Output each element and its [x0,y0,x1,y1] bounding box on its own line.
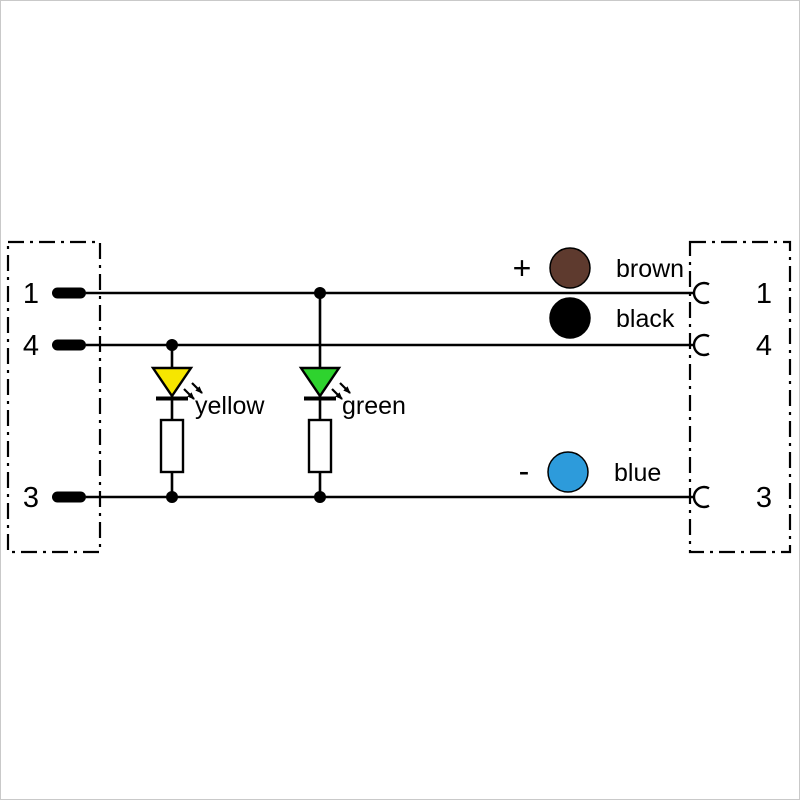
right-socket-4 [692,333,710,357]
left-pin-number-3: 3 [23,482,39,514]
brown-wire-label: brown [616,255,684,283]
green-led-label: green [342,392,406,420]
yellow-led [150,366,194,399]
left-pin-number-1: 1 [23,278,39,310]
left-pin-terminal-1 [52,287,86,299]
yellow-led-label: yellow [195,392,265,420]
right-connector-outline [688,240,792,554]
junction-dot [166,491,178,503]
left-pin-number-4: 4 [23,330,39,362]
right-connector: 1 4 3 [688,240,792,554]
green-led-branch: green [298,287,406,503]
black-wire-label: black [616,305,675,333]
blue-wire-dot [547,451,589,493]
yellow-resistor [159,418,185,474]
right-socket-1 [692,281,710,305]
right-socket-3 [692,485,710,509]
junction-dot [314,491,326,503]
blue-wire-label: blue [614,459,661,487]
green-led-emission-arrow [331,388,343,400]
left-pin-terminal-3 [52,491,86,503]
right-pin-number-3: 3 [756,482,772,514]
wire-color-legend: + brown black - blue [513,247,684,493]
black-wire-dot [549,297,591,339]
green-resistor [307,418,333,474]
junction-dot [166,339,178,351]
right-pin-number-1: 1 [756,278,772,310]
minus-sign: - [519,453,530,489]
plus-sign: + [513,250,532,286]
left-connector-outline [6,240,102,554]
left-pin-terminal-4 [52,339,86,351]
brown-wire-dot [549,247,591,289]
green-led [298,366,342,399]
right-pin-number-4: 4 [756,330,772,362]
junction-dot [314,287,326,299]
green-led-emission-arrow [339,382,351,394]
left-connector: 1 4 3 [6,240,102,554]
yellow-led-emission-arrow [191,382,203,394]
yellow-led-branch: yellow [150,339,265,503]
yellow-led-emission-arrow [183,388,195,400]
